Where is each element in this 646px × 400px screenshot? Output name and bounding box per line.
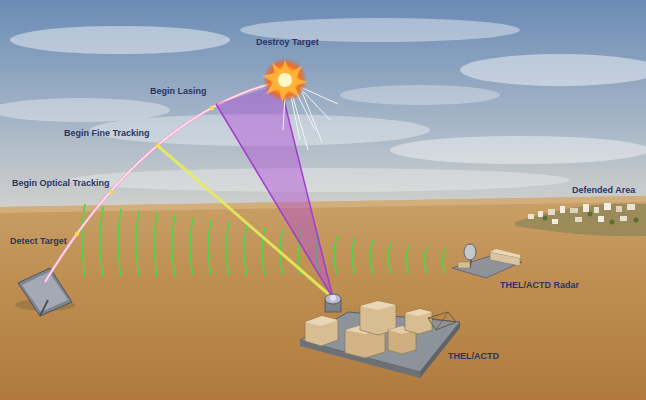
city-buildings xyxy=(515,203,646,236)
laser-beam xyxy=(216,84,333,298)
radar-waves xyxy=(82,204,445,276)
annotation-label: Begin Fine Tracking xyxy=(64,129,150,139)
annotation-label: Detect Target xyxy=(10,237,67,247)
explosion-core xyxy=(278,73,292,87)
annotation-label: Defended Area xyxy=(572,186,635,196)
thel-facility xyxy=(300,294,460,378)
explosion-burst xyxy=(262,60,308,102)
laser-edge xyxy=(280,84,333,298)
desert-ground xyxy=(0,196,646,400)
radar-site xyxy=(452,244,522,278)
clouds xyxy=(0,18,646,192)
trajectory-points xyxy=(75,106,214,236)
explosion xyxy=(263,58,307,102)
annotation-label: Destroy Target xyxy=(256,38,319,48)
annotation-label: Begin Lasing xyxy=(150,87,207,97)
annotation-label: Begin Optical Tracking xyxy=(12,179,110,189)
missile-launcher xyxy=(15,268,75,316)
laser-edge xyxy=(216,104,333,298)
annotation-label: THEL/ACTD xyxy=(448,352,499,362)
annotation-label: THEL/ACTD Radar xyxy=(500,281,579,291)
